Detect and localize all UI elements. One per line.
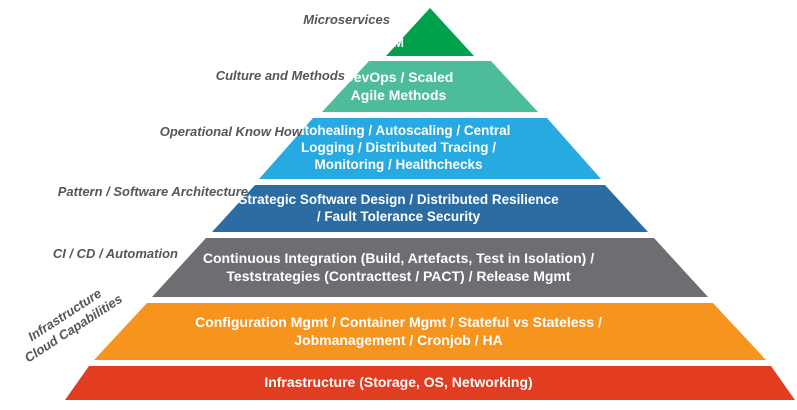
layer-label-culture-methods: Culture and Methods [215, 68, 345, 83]
layer-label-operational-know-how: Operational Know How [159, 124, 302, 139]
pyramid-layer-infrastructure: Infrastructure (Storage, OS, Networking) [65, 366, 795, 400]
layer-label-microservices: Microservices [303, 12, 390, 27]
layer-label-ci-cd-automation: CI / CD / Automation [52, 246, 178, 261]
pyramid-layer-software-architecture: Strategic Software Design / Distributed … [212, 185, 648, 232]
layer-label-software-architecture: Pattern / Software Architecture [57, 184, 248, 199]
pyramid-layer-ci-cd-automation: Continuous Integration (Build, Artefacts… [152, 238, 708, 297]
pyramid-layer-culture-methods: DevOps / Scaled Agile Methods [322, 61, 538, 112]
pyramid-layer-cloud-capabilities: Configuration Mgmt / Container Mgmt / St… [94, 303, 766, 360]
pyramid-layer-operational-know-how: Autohealing / Autoscaling / Central Logg… [259, 118, 601, 179]
pyramid-layer-microservices: M [386, 8, 474, 56]
